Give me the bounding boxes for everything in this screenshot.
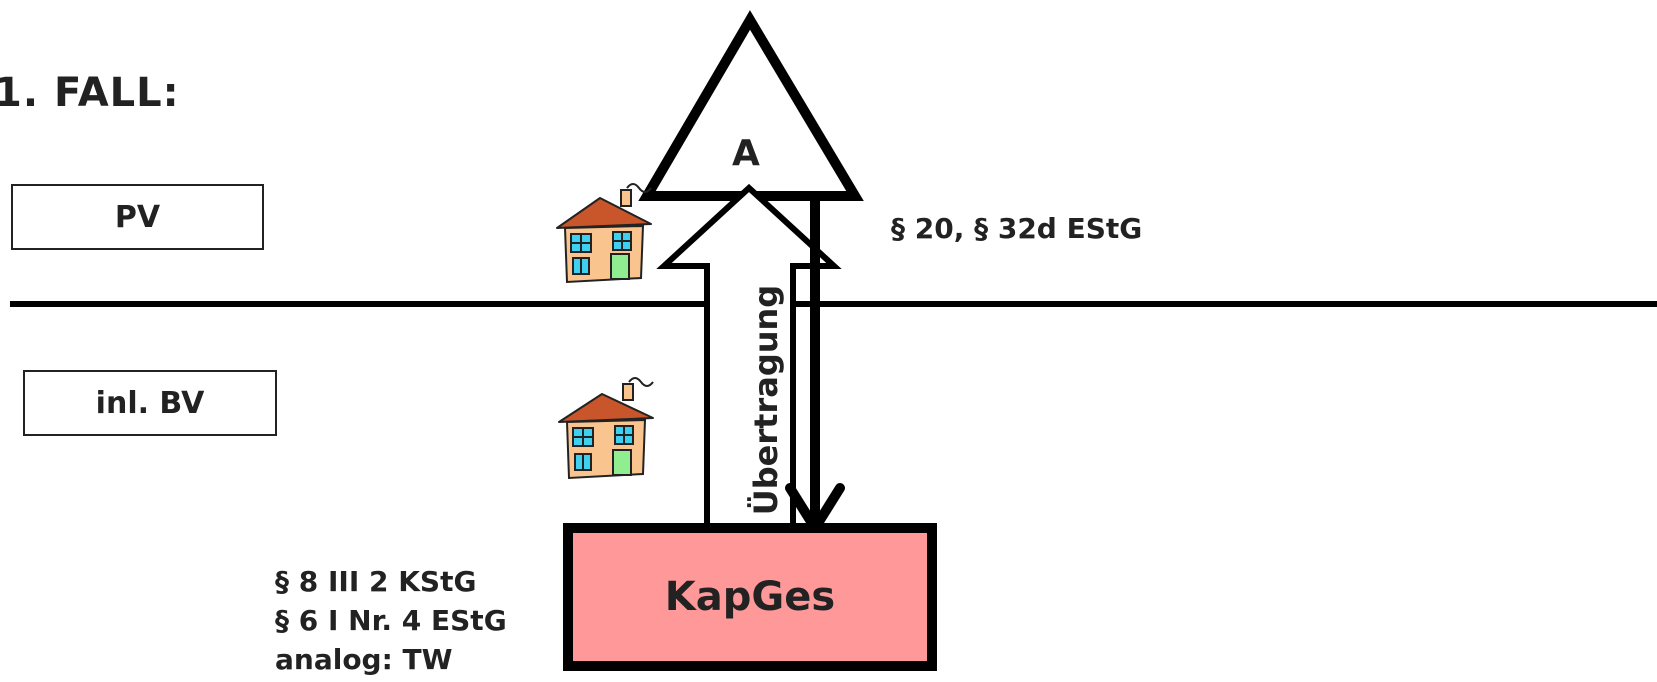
inl-bv-label: inl. BV	[95, 385, 205, 421]
transfer-label: Übertragung	[747, 284, 785, 516]
reference-line: § 6 I Nr. 4 EStG	[275, 604, 507, 637]
reference-list: § 8 III 2 KStG § 6 I Nr. 4 EStG analog: …	[275, 562, 507, 679]
pv-label: PV	[114, 199, 161, 235]
page-title: 1. FALL:	[0, 70, 180, 116]
house-icon	[558, 377, 654, 480]
pv-box: PV	[11, 184, 264, 250]
person-label: A	[732, 133, 760, 174]
company-box: KapGes	[563, 523, 937, 671]
divider-line	[10, 301, 1657, 307]
company-label: KapGes	[664, 574, 836, 620]
reference-line: analog: TW	[275, 643, 453, 676]
reference-line: § 8 III 2 KStG	[275, 565, 477, 598]
reference-estg: § 20, § 32d EStG	[891, 212, 1143, 245]
house-icon	[556, 183, 652, 284]
inl-bv-box: inl. BV	[23, 370, 277, 436]
